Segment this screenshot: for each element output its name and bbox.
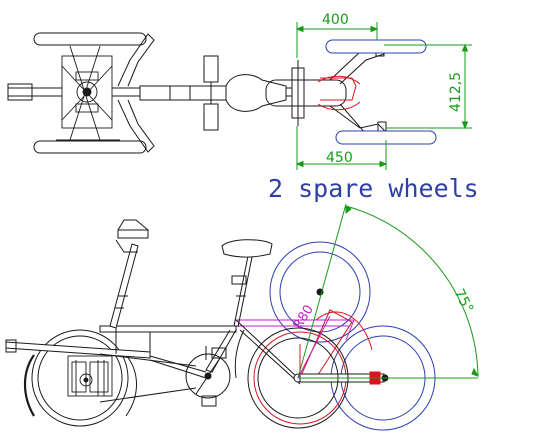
top-drive-unit	[56, 44, 120, 141]
radius-dimension	[297, 315, 331, 379]
top-pedal-upper	[203, 55, 219, 83]
top-dimensions	[295, 22, 472, 170]
side-rear-wheel	[24, 329, 137, 427]
top-rear-wheel-upper	[33, 32, 147, 46]
side-red-carrier	[253, 309, 379, 425]
angle-label: 75°	[450, 286, 476, 315]
side-drive-unit	[67, 355, 113, 397]
top-rear-wheel-lower	[33, 140, 147, 154]
top-view	[7, 32, 388, 154]
angle-dimension	[297, 203, 480, 379]
top-carrier-lower	[329, 103, 388, 135]
radius-label: R80	[291, 302, 317, 332]
side-rack	[236, 319, 355, 341]
top-rear-bumper	[7, 83, 33, 101]
spare-wheels-annotation: 2 spare wheels	[268, 174, 479, 203]
side-spare-wheels	[269, 241, 436, 431]
top-spare-wheel-upper[interactable]	[325, 39, 427, 54]
top-pedal-lower	[203, 103, 219, 131]
side-frame	[5, 219, 389, 407]
dim-412-label: 412,5	[448, 72, 464, 112]
dim-400-label: 400	[322, 12, 349, 28]
top-handlebar-upper	[117, 33, 155, 87]
top-handlebar-lower	[117, 99, 155, 153]
top-spare-wheels	[325, 39, 437, 145]
dim-450-label: 450	[326, 150, 353, 166]
top-seat	[225, 74, 287, 112]
top-red-bracket[interactable]	[320, 77, 357, 101]
